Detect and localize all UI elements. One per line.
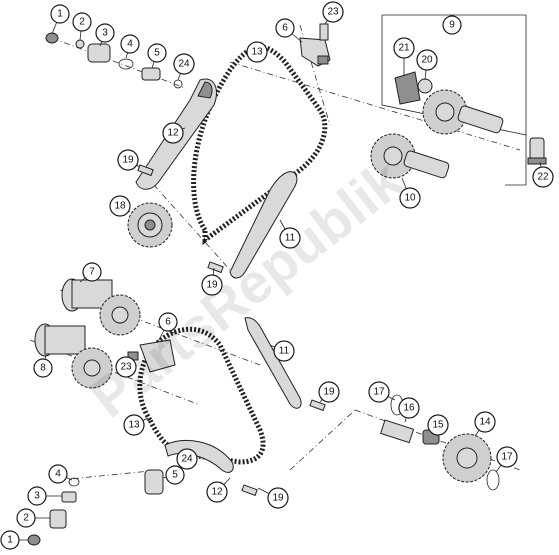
callout-17-a: 17 [368, 381, 390, 403]
callout-text: 22 [537, 172, 549, 183]
callout-text: 24 [178, 59, 190, 70]
callout-3-upper: 3 [95, 23, 115, 43]
callout-text: 2 [23, 513, 29, 524]
callout-text: 12 [167, 128, 179, 139]
callout-text: 8 [40, 363, 46, 374]
sensor-22 [527, 137, 547, 165]
callout-10: 10 [399, 187, 421, 209]
callout-text: 5 [154, 48, 160, 59]
callout-20: 20 [416, 49, 438, 71]
callout-24-upper: 24 [173, 53, 195, 75]
parts-1-5-upper [45, 32, 183, 89]
guide-rail-lower [244, 317, 302, 409]
callout-9: 9 [442, 15, 462, 35]
callout-text: 7 [89, 267, 95, 278]
callout-2-upper: 2 [72, 12, 92, 32]
callout-text: 14 [479, 417, 491, 428]
callout-6-upper: 6 [275, 18, 295, 38]
callout-text: 1 [7, 535, 13, 546]
callout-3-lower: 3 [27, 486, 47, 506]
callout-text: 23 [327, 7, 339, 18]
callout-8: 8 [33, 358, 53, 378]
callout-13-lower: 13 [123, 414, 145, 436]
callout-text: 19 [272, 493, 284, 504]
callout-13-upper: 13 [246, 41, 268, 63]
callout-text: 15 [432, 420, 444, 431]
guide-rail-upper [229, 171, 298, 279]
callout-17-b: 17 [496, 446, 518, 468]
callout-1-lower: 1 [0, 530, 20, 550]
callout-19-c: 19 [318, 381, 340, 403]
callout-text: 3 [34, 491, 40, 502]
callout-23-lower: 23 [115, 356, 137, 378]
callout-text: 24 [181, 454, 193, 465]
callout-23-upper: 23 [322, 1, 344, 23]
callout-text: 3 [102, 28, 108, 39]
callout-text: 21 [398, 43, 410, 54]
callout-text: 12 [211, 487, 223, 498]
parts-1-5-lower [27, 469, 164, 546]
callout-text: 19 [122, 155, 134, 166]
callout-5-lower: 5 [165, 465, 185, 485]
callout-14: 14 [474, 411, 496, 433]
callout-text: 17 [373, 387, 385, 398]
callout-24-lower: 24 [176, 448, 198, 470]
callout-22: 22 [532, 166, 554, 188]
callout-text: 4 [127, 39, 133, 50]
callout-text: 18 [114, 201, 126, 212]
callout-text: 23 [120, 362, 132, 373]
bolt-23-upper [319, 23, 329, 41]
tensioner-6-upper [299, 37, 331, 67]
camshaft-8 [34, 323, 113, 389]
watermark-text: PartsRepublik [79, 147, 415, 429]
callout-18: 18 [109, 195, 131, 217]
tensioner-6-lower [127, 339, 176, 373]
callout-text: 11 [285, 233, 296, 244]
callout-15: 15 [427, 414, 449, 436]
callout-text: 13 [128, 420, 140, 431]
callout-4-lower: 4 [48, 464, 68, 484]
callout-19-b: 19 [201, 274, 223, 296]
callout-4-upper: 4 [120, 34, 140, 54]
callout-7: 7 [82, 262, 102, 282]
callout-19-a: 19 [117, 149, 139, 171]
upper-timing-chain [191, 44, 328, 245]
callout-11-upper: 11 [279, 227, 301, 249]
callout-text: 19 [323, 387, 335, 398]
idler-assembly [380, 394, 500, 491]
callout-text: 6 [165, 317, 171, 328]
callout-text: 10 [404, 193, 416, 204]
callout-text: 20 [421, 55, 433, 66]
callout-12-lower: 12 [206, 481, 228, 503]
callout-text: 13 [251, 47, 263, 58]
sprocket-18 [127, 202, 173, 248]
callout-text: 6 [282, 23, 288, 34]
camshaft-7 [61, 278, 141, 336]
callout-text: 5 [172, 470, 178, 481]
callout-text: 11 [279, 346, 290, 357]
callout-5-upper: 5 [147, 43, 167, 63]
callout-text: 17 [501, 452, 513, 463]
callout-text: 9 [449, 20, 455, 31]
callout-21: 21 [393, 37, 415, 59]
callout-12-upper: 12 [162, 122, 184, 144]
callout-19-d: 19 [267, 487, 289, 509]
callout-11-lower: 11 [273, 340, 295, 362]
callout-6-lower: 6 [158, 312, 178, 332]
callout-16: 16 [398, 397, 420, 419]
callout-text: 16 [403, 403, 415, 414]
callout-text: 1 [57, 9, 63, 20]
callout-text: 2 [79, 17, 85, 28]
camshaft-upper-right [370, 71, 504, 179]
callout-2-lower: 2 [16, 508, 36, 528]
callout-text: 4 [55, 469, 61, 480]
bolts-19 [137, 164, 326, 497]
callout-1-upper: 1 [50, 4, 70, 24]
callout-text: 19 [206, 280, 218, 291]
